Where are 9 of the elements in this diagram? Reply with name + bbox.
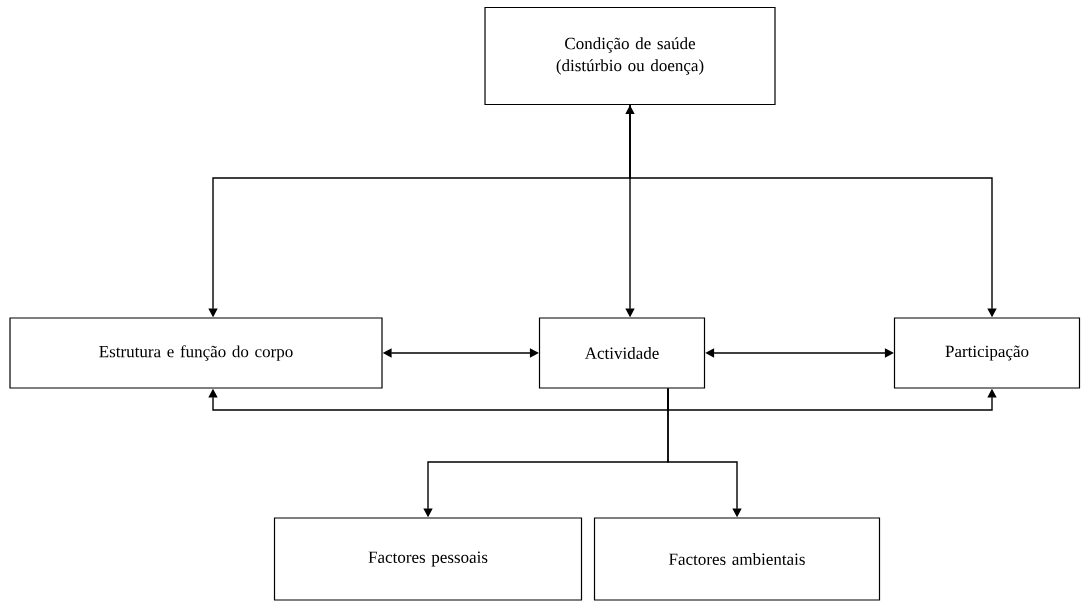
arrow xyxy=(208,387,669,411)
box: Estrutura e função do corpo xyxy=(9,317,383,389)
arrow xyxy=(705,348,894,358)
box: Factores ambientais xyxy=(593,517,881,601)
box: Participação xyxy=(893,317,1081,389)
box: Factores pessoais xyxy=(273,517,583,601)
arrow xyxy=(667,387,997,411)
box: Actividade xyxy=(538,317,706,389)
box: Condição de saúde (distúrbio ou doença) xyxy=(484,6,776,106)
